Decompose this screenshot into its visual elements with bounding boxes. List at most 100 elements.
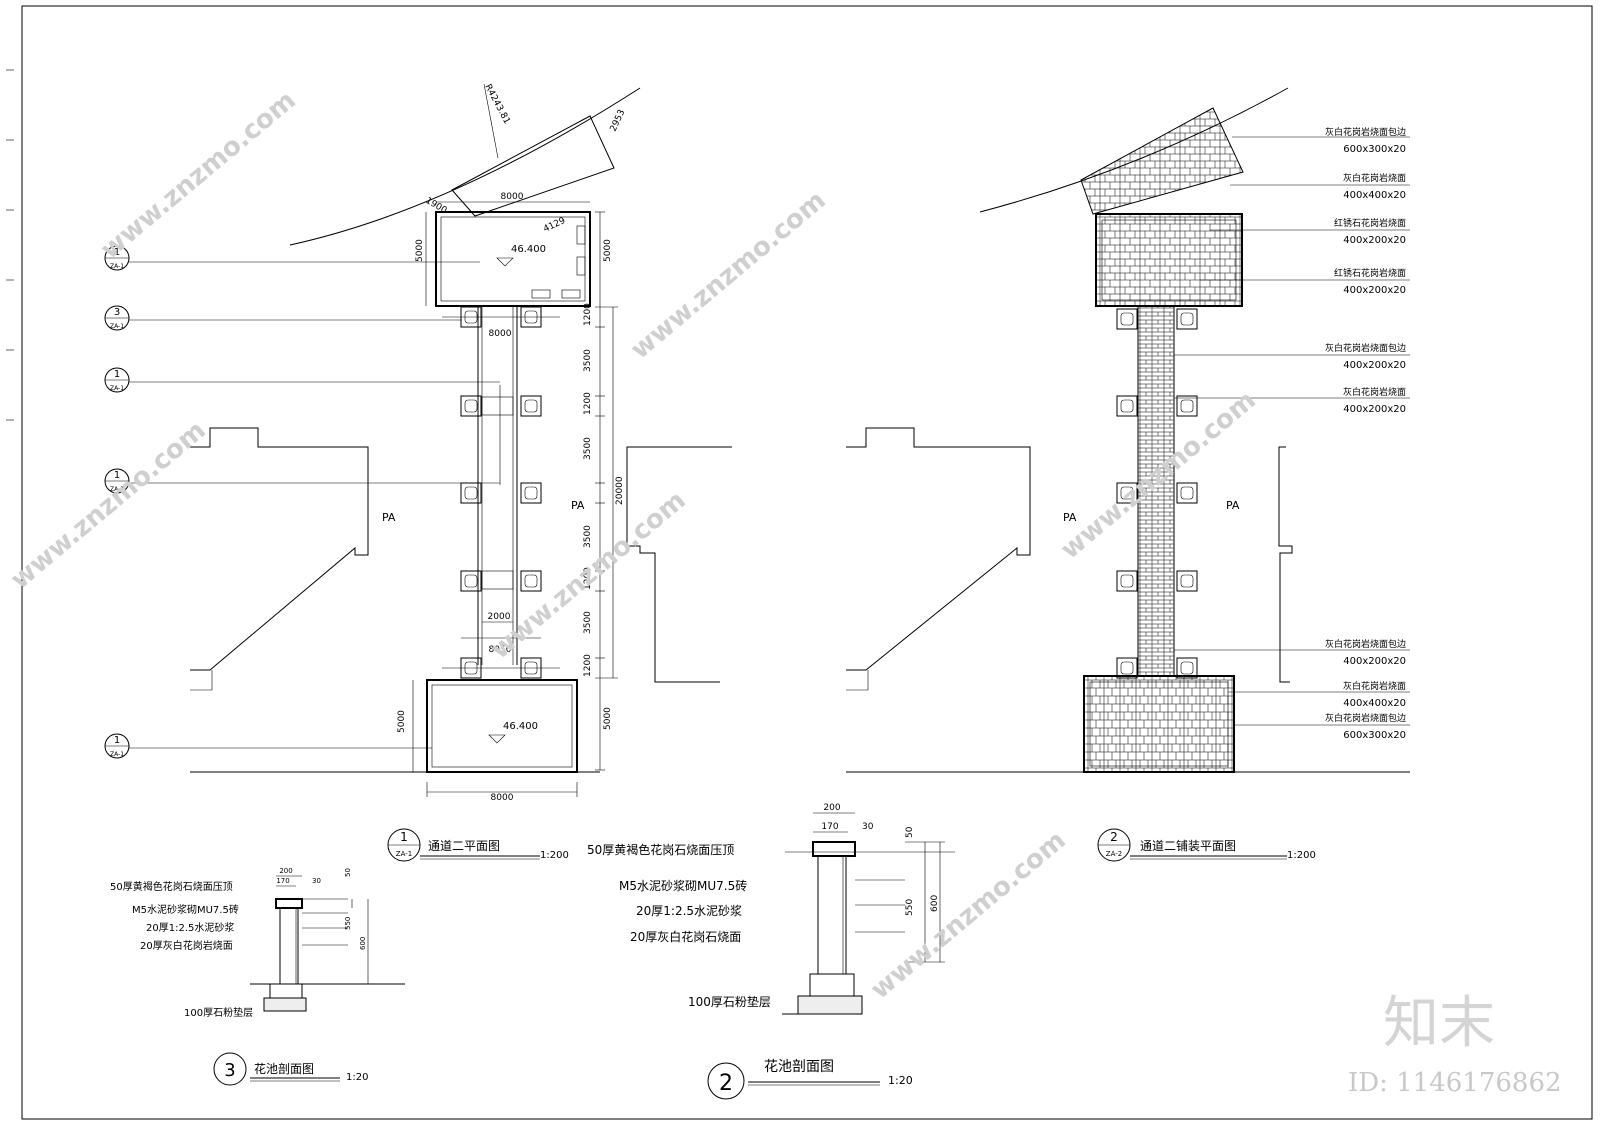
- section-2-scale: 1:20: [888, 1074, 913, 1087]
- section-3-number: 3: [224, 1060, 235, 1081]
- dim-seg: 3500: [583, 611, 593, 634]
- svg-text:170: 170: [821, 822, 838, 832]
- svg-text:1: 1: [114, 735, 120, 746]
- callout: 1 ZA-1: [104, 245, 480, 271]
- section-2-large: 200 170 30 50 550 600 50厚黄褐色花岗石烧面压顶 M5水泥…: [587, 803, 955, 1100]
- svg-text:ZA-1: ZA-1: [110, 263, 124, 270]
- svg-text:ZA-2: ZA-2: [1106, 850, 1122, 858]
- svg-text:www.znzmo.com: www.znzmo.com: [95, 85, 301, 265]
- material-name: 灰白花岗岩烧面包边: [1325, 126, 1406, 138]
- gravel-base: [797, 995, 863, 1015]
- material-name: 红锈石花岗岩烧面: [1334, 217, 1406, 229]
- svg-text:550: 550: [344, 917, 352, 930]
- dim-top-width: 8000: [501, 192, 524, 202]
- elevation-marker-bottom: [488, 734, 506, 744]
- pier: [1176, 657, 1198, 679]
- sheet-border: [21, 5, 1593, 1120]
- section-base-note: 100厚石粉垫层: [688, 994, 771, 1009]
- material-spec: 400x200x20: [1343, 404, 1406, 415]
- svg-text:200: 200: [823, 803, 840, 813]
- plan-scale: 1:200: [540, 850, 569, 861]
- pier: [1176, 570, 1198, 592]
- coping: [812, 841, 856, 857]
- plan-view: R4243.81 2953 1900 4129 8000 5000 46.400: [104, 83, 732, 862]
- material-spec: 400x400x20: [1343, 190, 1406, 201]
- image-id: ID: 1146176862: [1348, 1068, 1562, 1098]
- elevation-top: 46.400: [511, 244, 546, 255]
- dim-bottom-height-left: 5000: [397, 710, 407, 733]
- dim-chain-right: 5000 1200 3500 1200 3500 20000 3500 1200…: [583, 211, 625, 771]
- svg-text:50: 50: [905, 826, 915, 838]
- pier: [1176, 395, 1198, 417]
- svg-text:1: 1: [400, 830, 408, 844]
- svg-text:ZA-1: ZA-1: [110, 323, 124, 330]
- pier: [1116, 482, 1138, 504]
- section-note: 20厚1:2.5水泥砂浆: [636, 903, 742, 918]
- section-note: M5水泥砂浆砌MU7.5砖: [619, 878, 747, 893]
- bottom-platform: [426, 679, 578, 773]
- paving-angled: [1080, 107, 1244, 215]
- svg-text:ZA-1: ZA-1: [110, 385, 124, 392]
- dim-pier-spacing-top: 8000: [489, 329, 512, 339]
- svg-text:ZA-1: ZA-1: [396, 850, 412, 858]
- svg-text:www.znzmo.com: www.znzmo.com: [625, 185, 831, 365]
- dim-seg: 1200: [583, 654, 593, 677]
- material-spec: 400x400x20: [1343, 698, 1406, 709]
- material-spec: 400x200x20: [1343, 656, 1406, 667]
- callout: 1 ZA-1: [104, 468, 500, 494]
- area-label-right-2: PA: [1226, 499, 1240, 512]
- callout: 1 ZA-1: [104, 367, 500, 393]
- pier: [520, 570, 542, 592]
- dim-corner-a: 4129: [542, 216, 567, 235]
- elevation-bottom: 46.400: [503, 721, 538, 732]
- svg-text:1: 1: [114, 369, 120, 380]
- section-note: 20厚1:2.5水泥砂浆: [146, 921, 234, 934]
- svg-text:1: 1: [114, 247, 120, 258]
- material-spec: 400x200x20: [1343, 235, 1406, 246]
- pier: [520, 482, 542, 504]
- material-spec: 400x200x20: [1343, 360, 1406, 371]
- svg-text:50: 50: [344, 868, 352, 877]
- top-platform: [435, 211, 591, 307]
- svg-text:ZA-1: ZA-1: [110, 751, 124, 758]
- dim-bottom-height-right: 5000: [603, 707, 613, 730]
- section-3-small: 200 170 30 50 550 600 50厚黄褐色花岗石烧面压顶 M5水泥…: [110, 867, 405, 1086]
- building-outline-right-2: [1278, 446, 1293, 683]
- paving-scale: 1:200: [1287, 850, 1316, 861]
- svg-text:200: 200: [279, 867, 292, 875]
- pier: [1176, 308, 1198, 330]
- section-3-title: 花池剖面图: [254, 1061, 314, 1076]
- paving-title: 通道二铺装平面图: [1140, 839, 1236, 853]
- bench-2: [481, 570, 514, 590]
- dim-top-height-right: 5000: [603, 239, 613, 262]
- angled-platform: [451, 115, 615, 217]
- dim-pier-spacing-bottom: 8050: [489, 645, 512, 655]
- building-outline-left: [190, 427, 369, 671]
- area-label-left: PA: [382, 511, 396, 524]
- pier: [520, 395, 542, 417]
- brand-mark: 知末 ID: 1146176862: [1348, 991, 1562, 1098]
- paving-top-platform: [1095, 213, 1243, 307]
- plan-title-block: 1 ZA-1 通道二平面图 1:200: [387, 828, 569, 862]
- dim-total: 20000: [615, 476, 625, 505]
- section-base-note: 100厚石粉垫层: [184, 1006, 253, 1019]
- svg-text:3: 3: [114, 307, 120, 318]
- callout: 3 ZA-1: [104, 305, 462, 331]
- section-note: 20厚灰白花岗石烧面: [630, 929, 741, 944]
- pier: [460, 570, 482, 592]
- svg-text:1: 1: [114, 470, 120, 481]
- brand-logo: 知末: [1383, 991, 1495, 1056]
- svg-text:2: 2: [1110, 830, 1118, 844]
- dim-seg: 3500: [583, 437, 593, 460]
- svg-text:30: 30: [312, 877, 321, 885]
- dim-seg: 1200: [583, 567, 593, 590]
- section-2-number: 2: [719, 1071, 733, 1096]
- brick-wall: [817, 855, 847, 975]
- callout: 1 ZA-1: [104, 733, 432, 759]
- pier: [1116, 395, 1138, 417]
- dim-corner-b: 2953: [609, 108, 628, 133]
- paving-piers: [1116, 308, 1198, 679]
- dim-seg: 1200: [583, 392, 593, 415]
- dim-bottom-width: 8000: [491, 793, 514, 803]
